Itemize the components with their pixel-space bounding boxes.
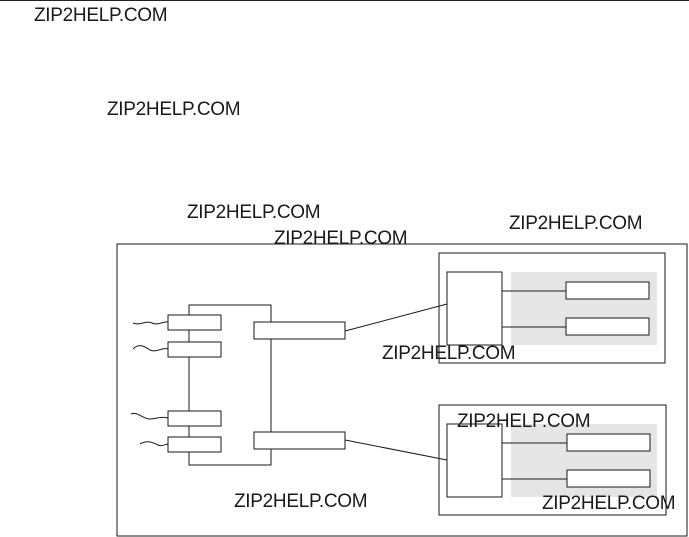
upper-sub-block-2 (565, 317, 650, 336)
upper-module (438, 252, 666, 364)
watermark-text: ZIP2HELP.COM (542, 493, 676, 514)
link-line-2 (344, 439, 448, 461)
watermark-text: ZIP2HELP.COM (457, 411, 591, 432)
watermark-text: ZIP2HELP.COM (187, 202, 321, 223)
input-signal-4 (139, 441, 169, 447)
input-signal-3 (130, 412, 169, 420)
output-block-1 (253, 321, 346, 340)
upper-sub-block-1 (565, 281, 650, 300)
lower-module (438, 404, 667, 516)
watermark-text: ZIP2HELP.COM (382, 343, 516, 364)
watermark-text: ZIP2HELP.COM (509, 213, 643, 234)
input-signal-1 (132, 321, 169, 325)
watermark-text: ZIP2HELP.COM (107, 99, 241, 120)
input-block-2 (167, 341, 222, 358)
watermark-text: ZIP2HELP.COM (274, 228, 408, 249)
lower-controller-block (446, 423, 503, 498)
input-block-1 (167, 314, 222, 331)
lower-sub-block-2 (566, 469, 651, 488)
watermark-text: ZIP2HELP.COM (234, 491, 368, 512)
upper-controller-block (446, 271, 503, 346)
watermark-text: ZIP2HELP.COM (34, 5, 168, 26)
outer-enclosure (116, 243, 688, 537)
output-block-2 (253, 431, 346, 450)
link-line-1 (344, 303, 448, 332)
input-block-3 (167, 410, 222, 427)
top-rule (0, 0, 689, 1)
lower-sub-block-1 (566, 433, 651, 452)
input-signal-2 (132, 345, 169, 352)
bus-frame (188, 304, 272, 466)
input-block-4 (167, 436, 222, 453)
